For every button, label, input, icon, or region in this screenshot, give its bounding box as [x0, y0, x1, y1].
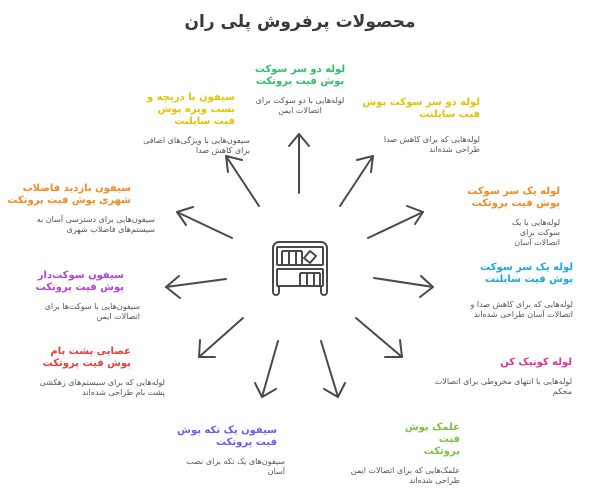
- item-socket-siphon: سیفون سوکت‌دار پوش فیت پروتکت سیفون‌هایی…: [25, 270, 140, 322]
- item-double-socket-silent: لوله دو سر سوکت پوش فیت سایلنت لوله‌هایی…: [362, 97, 481, 155]
- arrow-down-mid-right: [320, 340, 346, 398]
- item-desc: سیفون‌هایی با سوکت‌ها برای اتصالات ایمن: [44, 302, 140, 321]
- item-title: سیفون با دریچه و بست ویژه پوش فیت سایلنت: [146, 92, 235, 127]
- item-title: لوله دو سر سوکت پوش فیت سایلنت: [362, 97, 481, 120]
- arrow-up: [288, 133, 310, 194]
- item-desc: سیفون‌هایی با ویژگی‌های اضافی برای کاهش …: [143, 136, 250, 155]
- item-siphon-valve-silent: سیفون با دریچه و بست ویژه پوش فیت سایلنت…: [130, 92, 250, 156]
- arrow-up-right: [339, 155, 374, 207]
- item-alamak-protect: علمک پوش فیت پروتکت علمک‌هایی که برای ات…: [330, 422, 460, 486]
- item-title: علمک پوش فیت پروتکت: [404, 422, 460, 457]
- item-title: لوله دو سر سوکت پوش فیت پروتکت: [254, 64, 346, 87]
- item-title: لوله یک سر سوکت پوش فیت سایلنت: [480, 262, 573, 285]
- arrow-left-lower: [165, 275, 227, 299]
- item-title: سیفون بازدید فاضلاب شهری پوش فیت پروتکت: [7, 183, 131, 206]
- item-desc: سیفون‌های یک تکه برای نصب آسان: [186, 457, 285, 476]
- item-single-socket-silent: لوله یک سر سوکت پوش فیت سایلنت لوله‌هایی…: [463, 262, 573, 320]
- item-desc: علمک‌هایی که برای اتصالات ایمن طراحی شده…: [350, 466, 460, 485]
- bookshelf-icon: [272, 241, 328, 296]
- item-desc: لوله‌هایی با یک سوکت برای اتصالات آسان: [512, 218, 560, 247]
- item-title: سیفون یک تکه پوش فیت پروتکت: [177, 425, 277, 448]
- item-one-piece-siphon: سیفون یک تکه پوش فیت پروتکت سیفون‌های یک…: [175, 425, 285, 477]
- item-double-socket-protect: لوله دو سر سوکت پوش فیت پروتکت لوله‌هایی…: [245, 64, 355, 116]
- diagram-title: محصولات پرفروش پلی ران: [184, 12, 416, 32]
- item-roof-vent: عصایی پشت بام پوش فیت پروتکت لوله‌هایی ک…: [25, 346, 165, 398]
- arrow-down-left: [198, 317, 244, 358]
- item-desc: سیفون‌هایی برای دسترسی آسان به سیستم‌های…: [36, 215, 155, 234]
- arrow-left-upper: [176, 206, 233, 239]
- item-title: لوله یک سر سوکت پوش فیت پروتکت: [467, 186, 560, 209]
- item-title: عصایی پشت بام پوش فیت پروتکت: [42, 346, 131, 369]
- arrow-right-lower: [373, 275, 434, 298]
- item-title: سیفون سوکت‌دار پوش فیت پروتکت: [35, 270, 124, 293]
- item-sewer-inspection-siphon: سیفون بازدید فاضلاب شهری پوش فیت پروتکت …: [5, 183, 155, 235]
- item-desc: لوله‌هایی با انتهای مخروطی برای اتصالات …: [434, 377, 572, 396]
- arrow-down-mid-left: [254, 340, 279, 398]
- arrow-up-left: [225, 155, 260, 207]
- item-desc: لوله‌هایی که برای کاهش صدا طراحی شده‌اند: [383, 135, 480, 154]
- item-desc: لوله‌هایی با دو سوکت برای اتصالات ایمن: [255, 96, 345, 115]
- arrow-down-right: [355, 317, 403, 358]
- item-single-socket-protect: لوله یک سر سوکت پوش فیت پروتکت لوله‌هایی…: [450, 186, 560, 248]
- item-desc: لوله‌هایی که برای سیستم‌های زهکشی پشت با…: [39, 378, 165, 397]
- arrow-right-upper: [367, 205, 424, 239]
- item-title: لوله کونیک کن: [500, 357, 572, 368]
- item-conic-pipe: لوله کونیک کن لوله‌هایی با انتهای مخروطی…: [432, 357, 572, 397]
- item-desc: لوله‌هایی که برای کاهش صدا و اتصالات آسا…: [470, 300, 573, 319]
